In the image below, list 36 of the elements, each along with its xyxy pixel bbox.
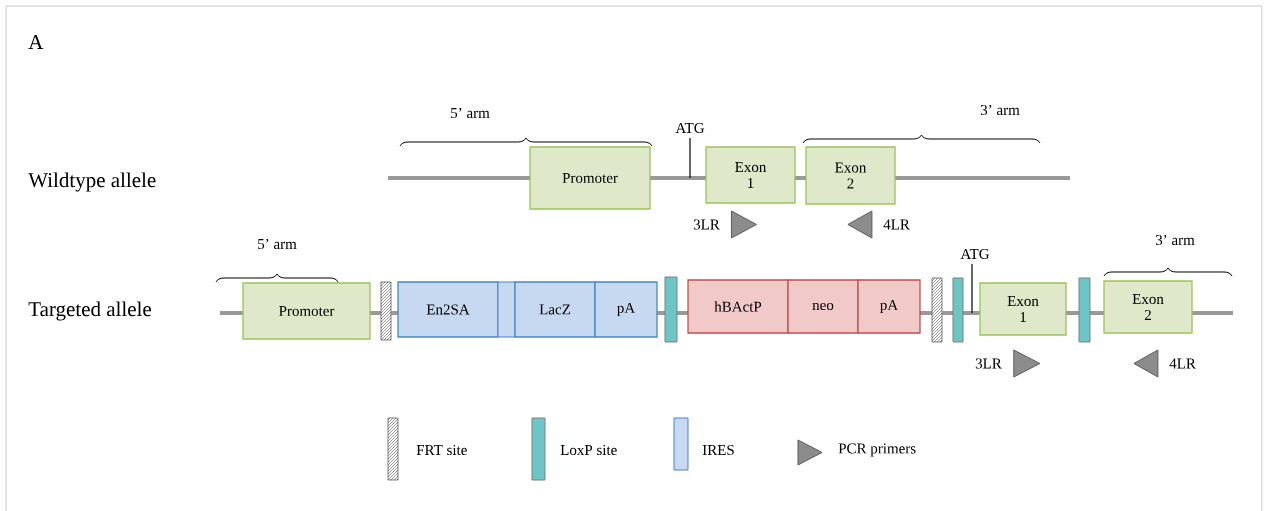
loxp-site-bar [952,277,964,343]
cassette-box: pA [857,279,921,334]
legend-label: LoxP site [560,444,617,455]
arm-label: 3’ arm [980,104,1020,116]
loxp-site-bar [1078,277,1091,343]
loxp-site-bar [664,276,678,343]
arm-label: 5’ arm [451,107,490,119]
primer-label: 3LR [693,219,720,230]
gene-element-box: Promoter [529,146,651,210]
allele-label: Wildtype allele [28,172,156,192]
arm-label: 3’ arm [1155,234,1195,246]
arm-label: 5’ arm [258,238,297,250]
primer-triangle [1133,349,1159,378]
primer-triangle [847,210,873,239]
gene-element-box: Exon 2 [1103,280,1193,334]
legend-label: PCR primers [838,443,916,457]
frt-site-bar [380,281,392,341]
cassette-box: pA [594,281,658,338]
cassette-box: hBActP [687,279,789,334]
gene-element-box: Exon 1 [705,146,796,204]
atg-label: ATG [960,248,990,259]
legend-label: IRES [702,444,734,455]
primer-triangle [1013,349,1041,378]
primer-label: 4LR [883,219,910,230]
gene-element-box: Exon 1 [979,282,1067,336]
primer-label: 4LR [1169,358,1196,369]
panel-letter: A [28,35,44,49]
allele-label: Targeted allele [28,301,151,321]
atg-label: ATG [675,122,705,133]
primer-label: 3LR [975,358,1002,369]
primer-triangle [730,210,757,239]
frt-site-bar [931,277,943,343]
gene-element-box: Promoter [242,282,371,340]
cassette-box: neo [787,279,859,334]
gene-element-box: Exon 2 [805,146,896,205]
legend-label: FRT site [416,444,467,455]
